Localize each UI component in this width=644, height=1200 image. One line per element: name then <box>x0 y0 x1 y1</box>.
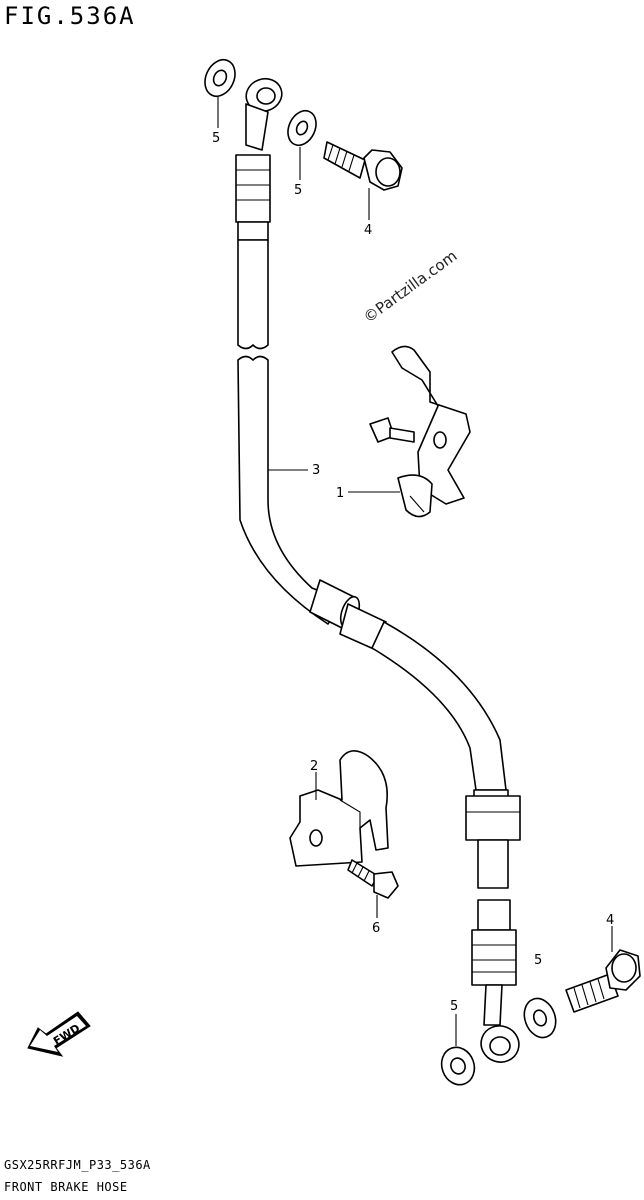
clamp-bracket-lower[interactable] <box>289 750 389 867</box>
callout-5b: 5 <box>294 183 302 198</box>
callout-5a: 5 <box>212 131 220 146</box>
callout-5c: 5 <box>534 953 542 968</box>
banjo-fitting-upper[interactable] <box>235 74 286 241</box>
front-brake-hose[interactable] <box>237 239 524 1067</box>
gasket-washer-upper-right[interactable] <box>283 106 322 150</box>
callout-2: 2 <box>310 759 318 774</box>
gasket-washer-lower-left[interactable] <box>436 1043 479 1090</box>
callout-1: 1 <box>336 486 344 501</box>
gasket-washer-upper-left[interactable] <box>199 55 240 101</box>
figure-title: FIG.536A <box>4 2 136 30</box>
callout-5d: 5 <box>450 999 458 1014</box>
callout-4a: 4 <box>364 223 372 238</box>
union-bolt-upper[interactable] <box>323 141 403 191</box>
callout-6: 6 <box>372 921 380 936</box>
bolt-upper-bracket[interactable] <box>369 417 415 443</box>
fwd-arrow-icon: FWD <box>27 1011 91 1057</box>
leader-lines <box>217 97 613 1046</box>
figure-name: FRONT BRAKE HOSE <box>4 1180 128 1194</box>
union-bolt-lower[interactable] <box>565 949 641 1013</box>
clamp-bracket-upper[interactable] <box>391 345 471 518</box>
figure-code: GSX25RRFJM_P33_536A <box>4 1158 151 1172</box>
callout-3: 3 <box>312 463 320 478</box>
callout-4b: 4 <box>606 913 614 928</box>
bolt-lower-bracket[interactable] <box>347 859 399 899</box>
gasket-washer-lower-right[interactable] <box>519 994 561 1042</box>
